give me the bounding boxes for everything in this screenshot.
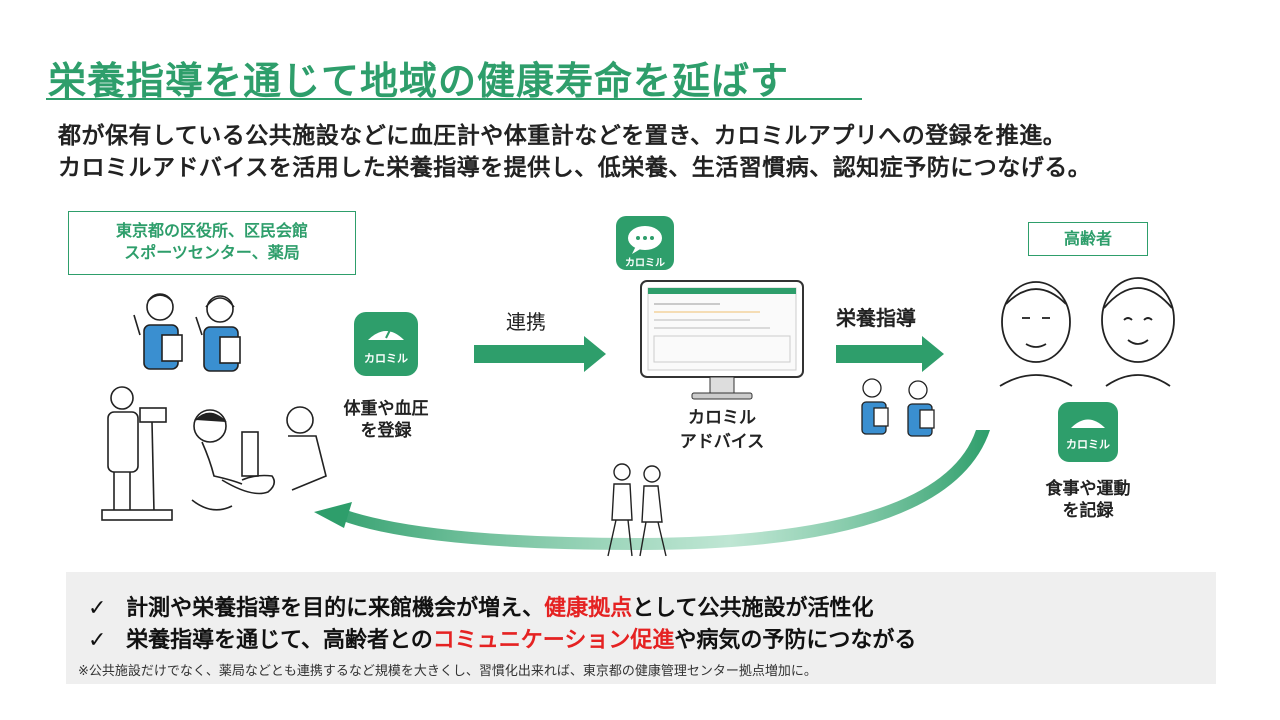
bullet-2-text-end: や病気の予防につながる (674, 628, 917, 653)
check-icon: ✓ (88, 628, 107, 653)
record-line-1: 食事や運動 (1045, 479, 1131, 499)
summary-bullet-1: ✓ 計測や栄養指導を目的に来館機会が増え、健康拠点として公共施設が活性化 (88, 590, 873, 622)
chat-icon-label: カロミル (625, 258, 665, 269)
link-label: 連携 (506, 310, 546, 334)
record-label: 食事や運動 を記録 (1022, 478, 1154, 522)
advice-line-1: カロミル (688, 408, 756, 428)
advice-label: カロミル アドバイス (652, 406, 792, 454)
subtitle-line-1: 都が保有している公共施設などに血圧計や体重計などを置き、カロミルアプリへの登録を… (58, 123, 1067, 149)
register-line-1: 体重や血圧 (343, 399, 429, 419)
link-arrow (474, 336, 606, 372)
staff-illustration (133, 293, 241, 372)
title-underline (46, 98, 862, 100)
app-icon-label: カロミル (364, 352, 408, 365)
footnote: ※公共施設だけでなく、薬局などとも連携するなど規模を大きくし、習慣化出来れば、東… (78, 664, 817, 679)
facility-box: 東京都の区役所、区民会館 スポーツセンター、薬局 (68, 211, 356, 275)
monitor-icon (640, 280, 804, 400)
bullet-2-text: 栄養指導を通じて、高齢者との (126, 628, 433, 653)
guidance-label: 栄養指導 (836, 306, 916, 330)
record-line-2: を記録 (1062, 501, 1114, 521)
page-title: 栄養指導を通じて地域の健康寿命を延ばす (48, 59, 790, 103)
facility-line-1: 東京都の区役所、区民会館 (115, 221, 308, 240)
register-label: 体重や血圧 を登録 (322, 398, 450, 442)
elderly-illustration (999, 277, 1175, 387)
measurement-illustration (101, 386, 327, 521)
check-icon: ✓ (88, 596, 107, 621)
advice-line-2: アドバイス (679, 432, 765, 452)
calomil-app-icon (354, 312, 418, 376)
calomil-app-icon-2 (1058, 402, 1118, 462)
return-curved-arrow (314, 430, 990, 550)
subtitle-line-2: カロミルアドバイスを活用した栄養指導を提供し、低栄養、生活習慣病、認知症予防につ… (58, 155, 1092, 181)
elder-box: 高齢者 (1028, 222, 1148, 256)
walking-couple-illustration (607, 463, 667, 557)
summary-panel (66, 572, 1216, 684)
register-line-2: を登録 (360, 421, 412, 441)
bullet-1-text: 計測や栄養指導を目的に来館機会が増え、 (126, 596, 545, 621)
app-icon-2-label: カロミル (1066, 438, 1110, 451)
facility-line-2: スポーツセンター、薬局 (124, 243, 300, 262)
chat-app-icon (616, 216, 674, 270)
bullet-1-highlight: 健康拠点 (544, 596, 633, 621)
summary-bullet-2: ✓ 栄養指導を通じて、高齢者とのコミュニケーション促進や病気の予防につながる (88, 622, 916, 654)
guidance-arrow (836, 336, 944, 372)
bullet-1-text-end: として公共施設が活性化 (632, 596, 874, 621)
staff-small-illustration (861, 378, 935, 437)
bullet-2-highlight: コミュニケーション促進 (432, 628, 675, 653)
